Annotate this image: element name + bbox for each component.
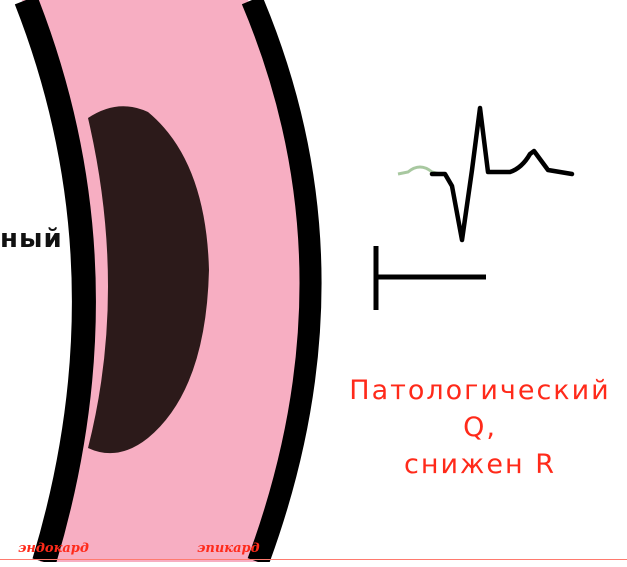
necrosis-zone xyxy=(88,106,209,454)
ecg-caption: Патологический Q, снижен R xyxy=(330,372,627,483)
caption-line-1: Патологический xyxy=(349,375,611,406)
endocardium-border xyxy=(14,0,96,566)
epicardium-border xyxy=(241,0,322,566)
bottom-divider xyxy=(0,559,627,560)
electrode-symbol-icon xyxy=(373,246,486,310)
caption-line-2: Q, xyxy=(463,412,497,443)
endocardium-label: эндокард xyxy=(18,541,89,556)
epicardium-label: эпикард xyxy=(197,541,260,556)
ecg-complex-trace xyxy=(429,105,575,243)
caption-line-3: снижен R xyxy=(404,449,556,480)
cut-off-label: ный xyxy=(0,224,63,254)
